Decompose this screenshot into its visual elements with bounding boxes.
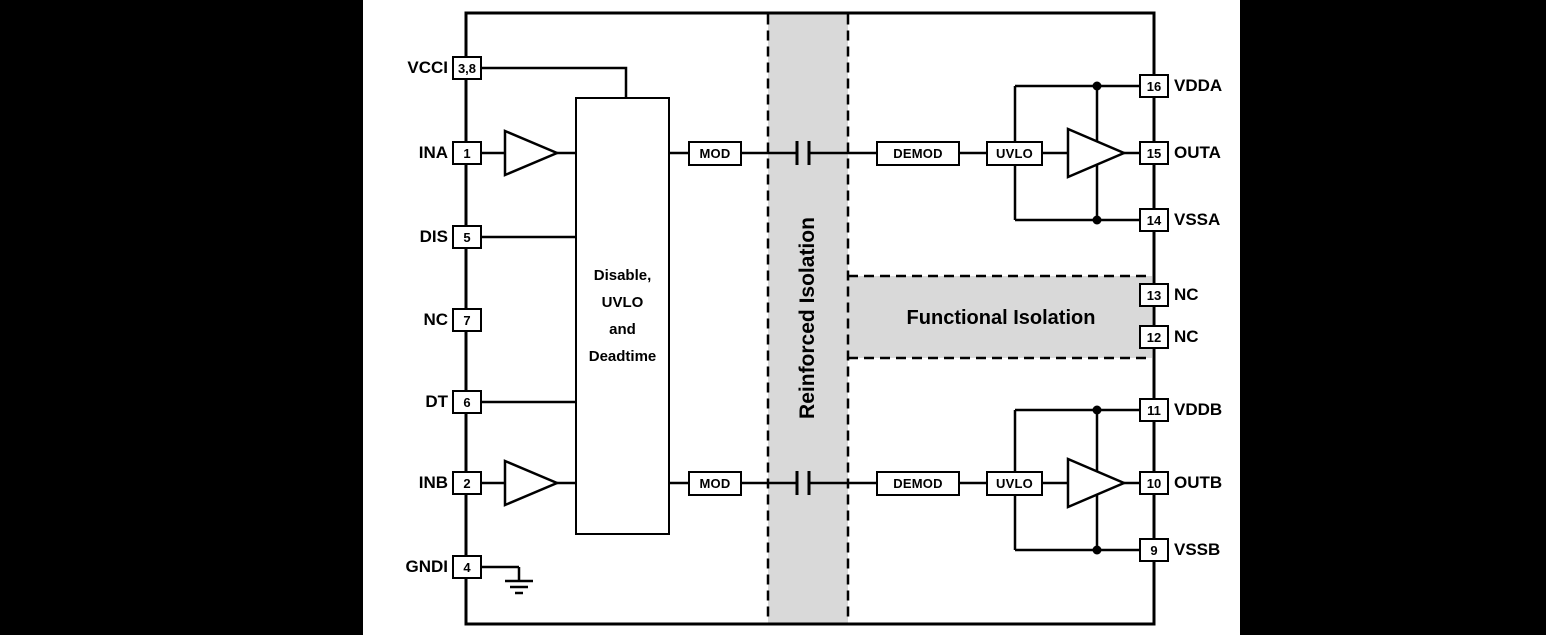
pin-box-gndi: 4 [452,555,482,579]
pin-box-outb: 10 [1139,471,1169,495]
pin-box-nc-7: 7 [452,308,482,332]
control-block-line-4: Deadtime [588,348,657,365]
control-block-line-2: UVLO [601,294,644,311]
ground-symbol-icon [505,567,533,595]
pin-box-ina: 1 [452,141,482,165]
wire-vcci [482,66,628,97]
output-driver-a-icon [1066,127,1128,179]
functional-isolation-label: Functional Isolation [906,306,1096,329]
pin-box-inb: 2 [452,471,482,495]
pin-label-gndi: GNDI [405,557,449,576]
pin-box-vddb: 11 [1139,398,1169,422]
isolation-capacitor-a-icon [795,141,811,165]
pin-box-dt: 6 [452,390,482,414]
pin-box-nc-13: 13 [1139,283,1169,307]
pin-label-vssa: VSSA [1174,210,1221,229]
pin-label-inb: INB [418,473,448,492]
demod-a-block: DEMOD [876,141,960,166]
pin-label-ina: INA [418,143,448,162]
pin-box-vcci: 3,8 [452,56,482,80]
mod-a-block: MOD [688,141,742,166]
pin-box-vdda: 16 [1139,74,1169,98]
mod-b-block: MOD [688,471,742,496]
pin-label-nc-7: NC [423,310,448,329]
uvlo-a-block: UVLO [986,141,1043,166]
pin-box-outa: 15 [1139,141,1169,165]
pin-label-vssb: VSSB [1174,540,1221,559]
isolation-dashed-borders [766,14,1152,623]
pin-label-vcci: VCCI [407,58,448,77]
reinforced-isolation-band [768,14,848,623]
pin-label-dis: DIS [419,227,448,246]
pin-label-nc-13: NC [1174,285,1199,304]
pin-label-outa: OUTA [1174,143,1221,162]
pin-box-vssb: 9 [1139,538,1169,562]
input-buffer-a-icon [503,129,561,177]
pin-label-vddb: VDDB [1174,400,1223,419]
reinforced-isolation-label: Reinforced Isolation [796,217,819,419]
control-block: Disable, UVLO and Deadtime [575,97,670,535]
pin-label-dt: DT [425,392,448,411]
pin-box-nc-12: 12 [1139,325,1169,349]
pin-box-vssa: 14 [1139,208,1169,232]
pin-label-nc-12: NC [1174,327,1199,346]
control-block-line-3: and [609,321,636,338]
functional-isolation-region [848,276,1152,358]
input-buffer-b-icon [503,459,561,507]
junction-dots [1092,81,1102,555]
isolation-capacitor-b-icon [795,471,811,495]
output-driver-b-icon [1066,457,1128,509]
pin-box-dis: 5 [452,225,482,249]
demod-b-block: DEMOD [876,471,960,496]
pin-label-vdda: VDDA [1174,76,1223,95]
pin-label-outb: OUTB [1174,473,1223,492]
control-block-line-1: Disable, [593,267,652,284]
uvlo-b-block: UVLO [986,471,1043,496]
